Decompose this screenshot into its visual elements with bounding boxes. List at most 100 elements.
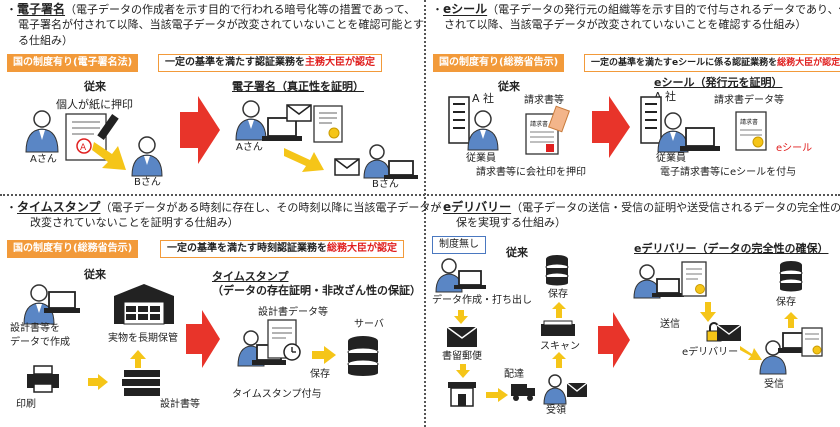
q2-company-a: A 社 xyxy=(472,92,495,105)
q3-timestamp-caption: タイムスタンプ付与 xyxy=(232,389,322,400)
q4-save-old: 保存 xyxy=(548,289,568,300)
q3-heading-line2: 改変されていないことを証明する仕組み） xyxy=(30,216,239,229)
q2-cert-box: 一定の基準を満たすeシールに係る認証業務を総務大臣が認定 xyxy=(584,54,840,72)
printer-icon xyxy=(27,365,59,393)
q3-save-label: 保存 xyxy=(310,369,330,380)
employee-icon xyxy=(467,110,499,151)
q4-secure-envelope-icon xyxy=(716,324,742,341)
q4-yellow-arrow-up-2-icon xyxy=(552,302,566,318)
q4-old-server-icon xyxy=(545,255,569,286)
q2-new-employee: 従業員 xyxy=(656,153,686,164)
q4-edelivery: eデリバリー xyxy=(682,347,739,358)
q4-yellow-arrow-down-1-icon xyxy=(454,310,468,324)
q2-new-title: eシール（発行元を証明） xyxy=(654,76,783,89)
delivery-truck-icon xyxy=(511,384,535,401)
svg-text:A: A xyxy=(80,143,87,153)
q1-old-title: 従来 xyxy=(84,80,106,93)
person-a-icon xyxy=(25,110,59,153)
q1-new-person-a-label: Aさん xyxy=(236,142,263,153)
q4-heading: ・eデリバリー（電子データの送信・受信の証明や送受信されるデータの完全性の確 xyxy=(432,200,840,214)
q2-red-arrow-icon xyxy=(592,96,630,158)
q3-server-label: サーバ xyxy=(354,319,384,330)
q3-laptop-icon xyxy=(44,291,80,313)
q4-system-label: 制度無し xyxy=(432,236,486,254)
q4-registered-mail: 書留郵便 xyxy=(442,351,482,362)
q2-old-caption: 請求書等に会社印を押印 xyxy=(476,167,586,178)
q3-design-data: 設計書データ等 xyxy=(258,307,328,318)
q3-design-digital-line2: データで作成 xyxy=(10,337,70,348)
q1-person-a-label: Aさん xyxy=(30,154,57,165)
receiver-icon xyxy=(543,374,567,405)
vertical-divider xyxy=(424,0,426,427)
q3-red-arrow-icon xyxy=(186,310,220,368)
q4-yellow-arrow-right-icon xyxy=(486,388,508,402)
q3-yellow-arrow-up-icon xyxy=(130,350,146,368)
q4-yellow-arrow-up-1-icon xyxy=(552,352,566,368)
paper-invoice-icon: 請求書 xyxy=(525,105,570,155)
q4-laptop-icon xyxy=(454,270,486,289)
q4-heading-line2: 保を実現する仕組み） xyxy=(456,216,566,229)
q1-new-title: 電子署名（真正性を証明） xyxy=(232,80,364,93)
sealed-doc-icon xyxy=(313,105,343,143)
q2-eseal-label: eシール xyxy=(776,143,813,154)
q4-scan: スキャン xyxy=(540,341,580,352)
q1-heading: ・電子署名（電子データの作成者を示す目的で行われる暗号化等の措置であって、 xyxy=(6,2,416,16)
q2-employee: 従業員 xyxy=(466,153,496,164)
q3-old-title: 従来 xyxy=(84,268,106,281)
q4-yellow-arrow-down-icon xyxy=(700,302,716,322)
q4-sender-laptop-icon xyxy=(652,278,684,297)
yellow-arrow-icon xyxy=(92,142,126,170)
warehouse-icon xyxy=(114,284,174,325)
q4-old-title: 従来 xyxy=(506,246,528,259)
scanner-icon xyxy=(541,320,575,336)
red-arrow-icon xyxy=(180,96,220,164)
q3-warehouse-label: 実物を長期保管 xyxy=(108,333,178,344)
received-mail-icon xyxy=(566,382,588,397)
q3-cert-box: 一定の基準を満たす時刻認証業務を総務大臣が認定 xyxy=(160,240,404,258)
document-stack-icon xyxy=(122,370,160,396)
q2-invoice-data-label: 請求書データ等 xyxy=(714,95,784,106)
q3-system-label: 国の制度有り(総務省告示) xyxy=(7,240,139,258)
laptop-icon xyxy=(262,117,302,141)
q2-laptop-icon xyxy=(680,127,720,151)
envelope-icon xyxy=(286,104,312,122)
q4-save-new: 保存 xyxy=(776,297,796,308)
new-person-a-icon xyxy=(235,100,267,141)
registered-mail-icon xyxy=(446,326,478,347)
q4-sender-icon xyxy=(633,264,661,299)
q3-new-subtitle: （データの存在証明・非改ざん性の保証） xyxy=(212,284,421,297)
q4-doc-icon xyxy=(681,261,707,297)
envelope-received-icon xyxy=(334,158,360,176)
q1-new-yellow-arrow-icon xyxy=(284,148,324,172)
q3-print-label: 印刷 xyxy=(16,399,36,410)
q3-yellow-arrow-1-icon xyxy=(88,374,108,390)
q4-received-doc-icon xyxy=(801,327,823,357)
q1-new-person-b-label: Bさん xyxy=(372,179,399,190)
q4-receiver-icon xyxy=(759,340,787,375)
q2-invoice-label: 請求書等 xyxy=(524,95,564,106)
q1-cert-box: 一定の基準を満たす認証業務を主務大臣が認定 xyxy=(158,54,382,72)
q4-yellow-arrow-diag-icon xyxy=(740,346,762,360)
e-invoice-icon: 請求書 xyxy=(735,111,767,151)
building-icon xyxy=(448,96,470,144)
q4-delivery: 配達 xyxy=(504,369,524,380)
q3-heading: ・タイムスタンプ（電子データがある時刻に存在し、その時刻以降に当該電子データが xyxy=(6,200,442,214)
q2-old-title: 従来 xyxy=(498,80,520,93)
q2-new-caption: 電子請求書等にeシールを付与 xyxy=(660,167,797,178)
post-office-icon xyxy=(448,382,476,407)
paper-invoice-text: 請求書 xyxy=(530,120,548,128)
q3-design-docs: 設計書等 xyxy=(160,399,200,410)
q1-heading-line3: る仕組み） xyxy=(18,34,73,47)
q2-heading: ・eシール（電子データの発行元の組織等を示す目的で付与されるデータであり、付与 xyxy=(432,2,840,16)
q4-create-print: データ作成・打ち出し xyxy=(432,295,532,306)
q3-new-title: タイムスタンプ xyxy=(212,270,289,283)
q4-new-server-icon xyxy=(779,261,803,292)
person-b-icon xyxy=(131,136,163,177)
new-laptop-b-icon xyxy=(384,160,418,179)
new-person-b-icon xyxy=(363,144,391,179)
q1-heading-line2: 電子署名が付されて以降、当該電子データが改変されていないことを確認可能とす xyxy=(18,18,425,31)
q4-new-title: eデリバリー（データの完全性の確保） xyxy=(634,242,829,255)
q1-person-b-label: Bさん xyxy=(134,177,161,188)
server-icon xyxy=(347,336,379,376)
q4-recv: 受信 xyxy=(764,379,784,390)
